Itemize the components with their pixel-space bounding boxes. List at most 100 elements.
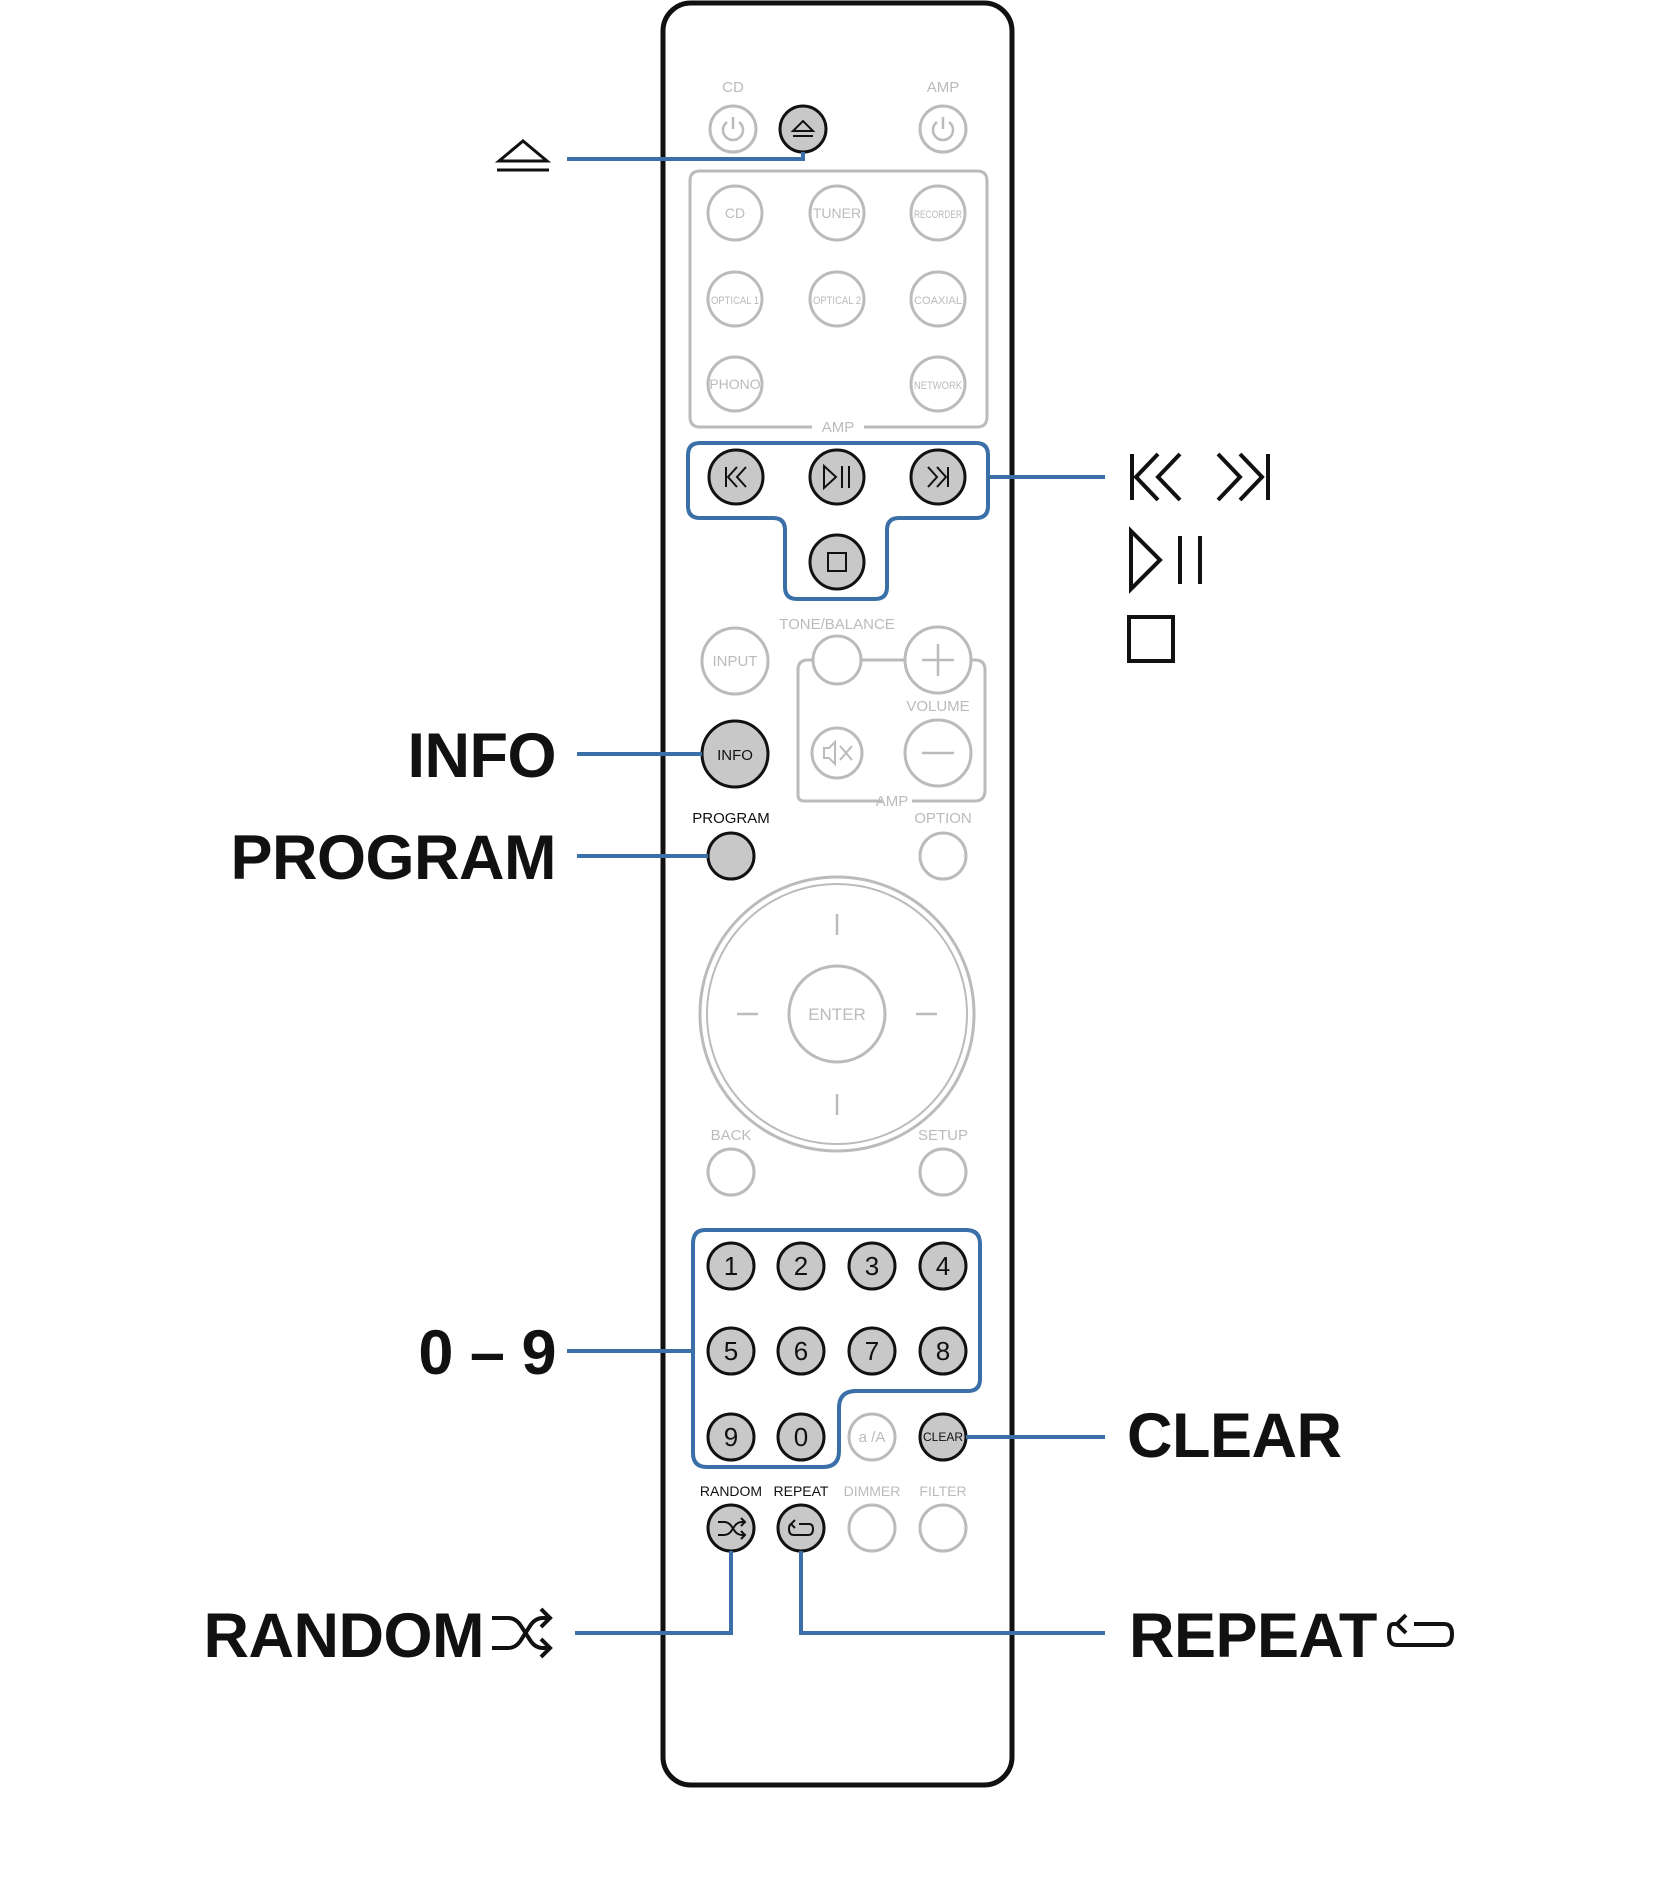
digit-button-6[interactable]: 6 xyxy=(776,1326,826,1376)
digit-label: 6 xyxy=(794,1336,808,1366)
callout-repeat: REPEAT xyxy=(1129,1601,1377,1671)
source-button-optical-2[interactable]: OPTICAL 2 xyxy=(808,270,866,328)
stop-icon xyxy=(827,552,847,572)
source-group-frame xyxy=(688,169,989,429)
callout-random: RANDOM xyxy=(203,1601,485,1671)
play-pause-callout-icon xyxy=(1129,526,1202,594)
source-button-network[interactable]: NETWORK xyxy=(909,355,967,413)
digit-label: 8 xyxy=(936,1336,950,1366)
label-cd-power: CD xyxy=(722,79,744,96)
leader-repeat xyxy=(799,1551,1105,1635)
option-button[interactable] xyxy=(918,831,968,881)
source-button-recorder[interactable]: RECORDER xyxy=(909,184,967,242)
callout-digits: 0 – 9 xyxy=(418,1318,556,1388)
filter-button[interactable] xyxy=(918,1503,968,1553)
repeat-button[interactable] xyxy=(776,1503,826,1553)
source-button-label: COAXIAL xyxy=(914,295,962,307)
leader-eject xyxy=(567,152,805,161)
source-button-cd[interactable]: CD xyxy=(706,184,764,242)
digit-label: 9 xyxy=(724,1422,738,1452)
digit-button-3[interactable]: 3 xyxy=(847,1241,897,1291)
program-button[interactable] xyxy=(706,831,756,881)
digit-button-8[interactable]: 8 xyxy=(918,1326,968,1376)
source-button-label: OPTICAL 2 xyxy=(813,295,861,307)
input-button[interactable]: INPUT xyxy=(700,626,770,696)
callout-program: PROGRAM xyxy=(230,823,557,893)
skip-forward-icon xyxy=(927,466,949,488)
label-tone-balance: TONE/BALANCE xyxy=(779,616,895,633)
volume-down-button[interactable] xyxy=(903,718,973,788)
callout-info: INFO xyxy=(407,721,557,791)
skip-back-button[interactable] xyxy=(707,448,765,506)
power-icon xyxy=(931,117,955,142)
stop-button[interactable] xyxy=(808,533,866,591)
digit-label: 7 xyxy=(865,1336,879,1366)
digit-label: 5 xyxy=(724,1336,738,1366)
label-back: BACK xyxy=(711,1127,752,1144)
source-button-label: CD xyxy=(725,205,745,221)
leader-random xyxy=(575,1551,733,1635)
leader-lines xyxy=(567,152,1105,1635)
back-button[interactable] xyxy=(706,1147,756,1197)
eject-callout-icon xyxy=(494,139,552,172)
dimmer-button[interactable] xyxy=(847,1503,897,1553)
label-amp-power: AMP xyxy=(927,79,960,96)
source-button-label: RECORDER xyxy=(914,209,962,221)
enter-button-label: ENTER xyxy=(808,1005,866,1024)
digit-button-2[interactable]: 2 xyxy=(776,1241,826,1291)
tone-balance-button[interactable] xyxy=(811,634,863,686)
source-button-tuner[interactable]: TUNER xyxy=(808,184,866,242)
digit-button-0[interactable]: 0 xyxy=(776,1412,826,1462)
skip-forward-button[interactable] xyxy=(909,448,967,506)
source-button-label: NETWORK xyxy=(914,380,963,392)
mute-button[interactable] xyxy=(810,726,864,780)
digits-highlight xyxy=(691,1228,982,1469)
source-button-phono[interactable]: PHONO xyxy=(706,355,764,413)
volume-frame-left xyxy=(796,658,882,803)
label-repeat: REPEAT xyxy=(774,1483,829,1499)
mute-icon xyxy=(823,739,853,767)
label-dimmer: DIMMER xyxy=(844,1483,901,1499)
amp-power-button[interactable] xyxy=(918,104,968,154)
label-setup: SETUP xyxy=(918,1127,968,1144)
digit-button-4[interactable]: 4 xyxy=(918,1241,968,1291)
source-button-coaxial[interactable]: COAXIAL xyxy=(909,270,967,328)
volume-up-button[interactable] xyxy=(903,625,973,695)
digit-button-5[interactable]: 5 xyxy=(706,1326,756,1376)
shuffle-callout-icon xyxy=(492,1607,553,1659)
label-volume: VOLUME xyxy=(906,698,969,715)
alpha-button-label: a /A xyxy=(859,1429,886,1446)
setup-button[interactable] xyxy=(918,1147,968,1197)
transport-highlight xyxy=(686,441,990,601)
play-pause-button[interactable] xyxy=(808,448,866,506)
label-random: RANDOM xyxy=(700,1483,762,1499)
stop-callout-icon xyxy=(1127,615,1175,663)
eject-button[interactable] xyxy=(778,104,828,154)
label-filter: FILTER xyxy=(919,1483,966,1499)
skip-forward-callout-icon xyxy=(1216,452,1270,502)
label-option: OPTION xyxy=(914,810,972,827)
digit-label: 2 xyxy=(794,1251,808,1281)
digit-label: 0 xyxy=(794,1422,808,1452)
digit-button-9[interactable]: 9 xyxy=(706,1412,756,1462)
power-icon xyxy=(721,117,745,142)
digit-button-7[interactable]: 7 xyxy=(847,1326,897,1376)
label-program: PROGRAM xyxy=(692,810,770,827)
source-button-label: OPTICAL 1 xyxy=(711,295,759,307)
alpha-button[interactable]: a /A xyxy=(847,1412,897,1462)
play-pause-icon xyxy=(823,463,850,491)
digit-label: 1 xyxy=(724,1251,738,1281)
clear-button[interactable]: CLEAR xyxy=(918,1412,968,1462)
info-button[interactable]: INFO xyxy=(700,719,770,789)
random-button[interactable] xyxy=(706,1503,756,1553)
source-buttons: CD TUNER RECORDER OPTICAL 1 OPTICAL 2 COAXIAL… xyxy=(706,184,967,413)
enter-button[interactable]: ENTER xyxy=(787,964,887,1064)
clear-button-label: CLEAR xyxy=(923,1430,963,1444)
cd-power-button[interactable] xyxy=(708,104,758,154)
digit-button-1[interactable]: 1 xyxy=(706,1241,756,1291)
source-button-optical-1[interactable]: OPTICAL 1 xyxy=(706,270,764,328)
source-button-label: PHONO xyxy=(709,376,760,392)
eject-icon xyxy=(790,119,816,137)
